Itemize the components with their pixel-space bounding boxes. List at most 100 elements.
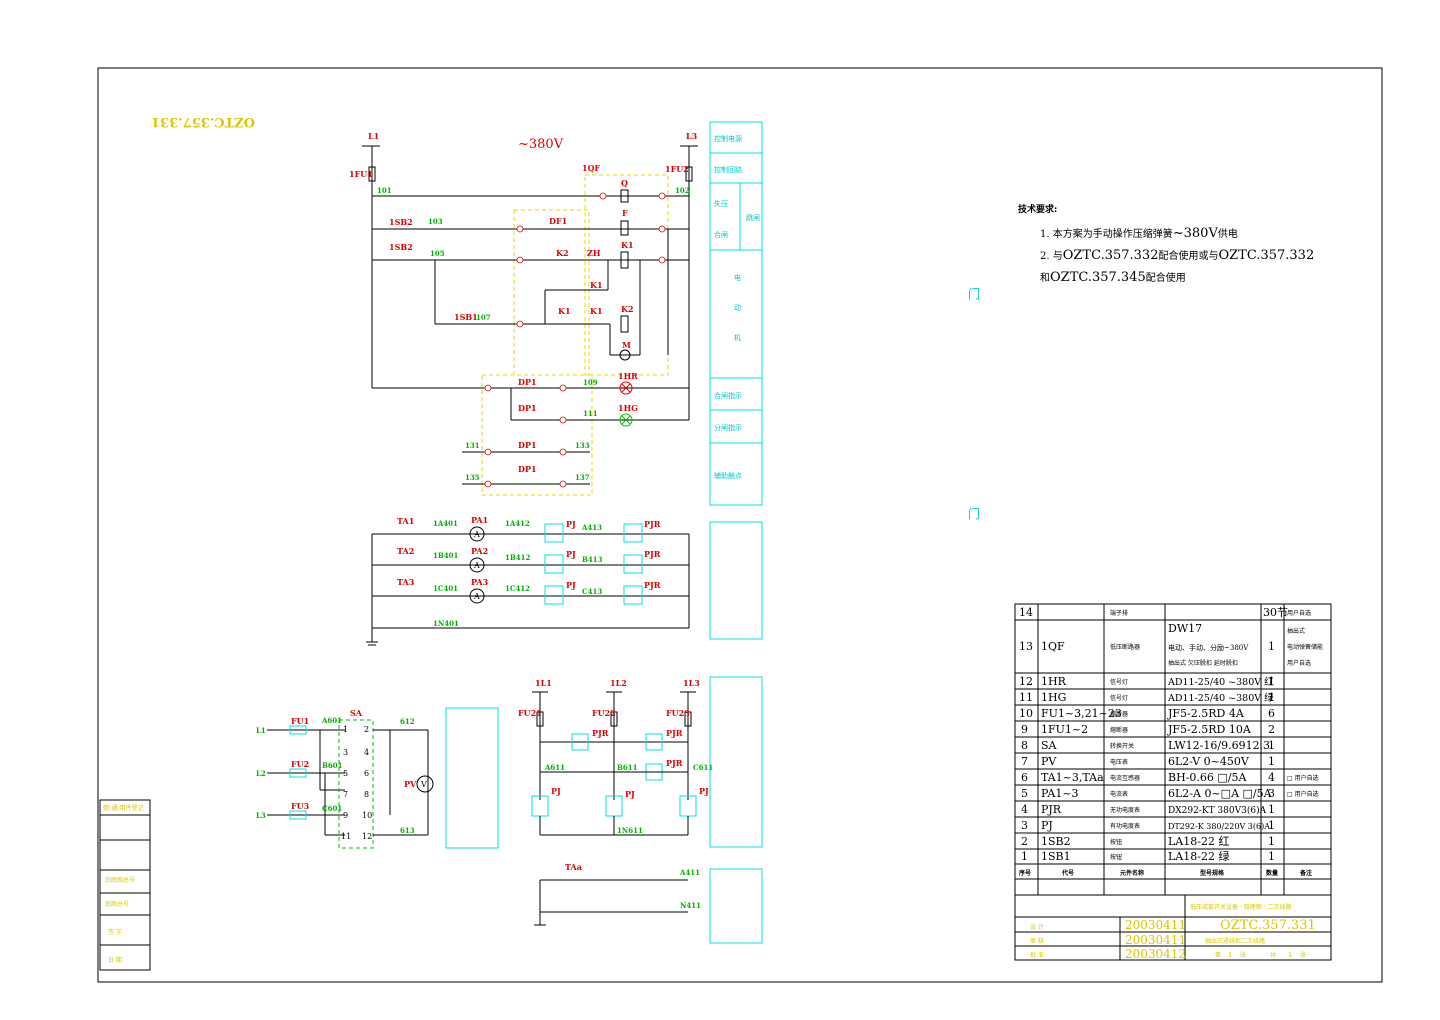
svg-text:电压表: 电压表 <box>1110 758 1128 766</box>
node-137: 137 <box>575 473 590 482</box>
svg-text:1: 1 <box>1268 819 1275 832</box>
svg-text:PA2: PA2 <box>471 546 488 556</box>
svg-text:1B401: 1B401 <box>433 551 459 560</box>
svg-text:FU22: FU22 <box>592 708 616 718</box>
svg-text:L2: L2 <box>256 769 266 778</box>
svg-text:TA2: TA2 <box>397 546 414 556</box>
svg-text:A413: A413 <box>581 523 602 532</box>
svg-text:□ 用户自选: □ 用户自选 <box>1287 790 1319 798</box>
svg-text:抽出式 欠压脱扣 延时脱扣: 抽出式 欠压脱扣 延时脱扣 <box>1168 659 1238 667</box>
svg-text:控制回路: 控制回路 <box>714 165 742 174</box>
fu1-label: 1FU1 <box>349 169 373 179</box>
svg-text:OZTC.357.331: OZTC.357.331 <box>1220 918 1316 933</box>
svg-text:1: 1 <box>1268 675 1275 688</box>
svg-text:FU21: FU21 <box>518 708 542 718</box>
svg-text:8: 8 <box>1021 739 1028 752</box>
svg-text:B611: B611 <box>617 763 638 772</box>
svg-text:用户自选: 用户自选 <box>1287 659 1311 667</box>
svg-text:FU1~3,21~23: FU1~3,21~23 <box>1041 707 1122 720</box>
svg-text:PJ: PJ <box>566 580 576 590</box>
svg-text:B601: B601 <box>322 761 343 770</box>
svg-text:1B412: 1B412 <box>505 553 531 562</box>
bom-table: 14 端子排 30节 用户自选 13 1QF 低压断路器 DW17 电动、手动、… <box>1014 603 1332 961</box>
svg-text:10: 10 <box>362 811 372 820</box>
node-133: 133 <box>575 441 590 450</box>
svg-text:1: 1 <box>1268 850 1275 863</box>
svg-text:LW12-16/9.6912.3: LW12-16/9.6912.3 <box>1168 739 1270 752</box>
mark-1: 门 <box>968 286 980 301</box>
svg-text:A: A <box>473 592 480 601</box>
svg-text:4: 4 <box>1268 771 1275 784</box>
svg-text:1A412: 1A412 <box>505 519 530 528</box>
svg-text:机: 机 <box>734 333 741 342</box>
svg-text:1SB2: 1SB2 <box>1041 835 1071 848</box>
left-stamp: 借(通)用件登记 旧底图总号 底图总号 签 字 日 期 <box>99 799 151 971</box>
node-109: 109 <box>583 378 598 387</box>
dp1-label-2: DP1 <box>518 403 537 413</box>
svg-text:PJR: PJR <box>1041 803 1062 816</box>
svg-text:FU2: FU2 <box>291 759 309 769</box>
svg-text:1: 1 <box>1268 640 1275 653</box>
svg-text:1: 1 <box>1268 835 1275 848</box>
svg-text:DT292-K 380/220V 3(6)A: DT292-K 380/220V 3(6)A <box>1168 822 1270 831</box>
svg-text:SA: SA <box>350 708 363 718</box>
svg-text:型号规格: 型号规格 <box>1200 869 1225 877</box>
svg-text:信号灯: 信号灯 <box>1110 678 1128 686</box>
svg-text:PJ: PJ <box>625 789 635 799</box>
svg-text:熔断器: 熔断器 <box>1110 710 1128 718</box>
svg-text:PJ: PJ <box>1041 819 1053 832</box>
svg-text:合闸: 合闸 <box>714 230 728 239</box>
svg-text:PV: PV <box>404 779 417 789</box>
meter-row-3: TA3 1C401 PA3 A 1C412 PJ C413 PJR <box>372 577 689 605</box>
svg-text:1SB1: 1SB1 <box>1041 850 1071 863</box>
zh-label: ZH <box>587 248 601 258</box>
svg-text:动: 动 <box>734 303 741 312</box>
svg-text:1QF: 1QF <box>1041 640 1065 653</box>
svg-text:张: 张 <box>1300 951 1306 959</box>
meter-circuit: TA1 1A401 PA1 A 1A412 PJ A413 PJR TA2 1B… <box>366 515 690 646</box>
voltage-label: ~380V <box>518 137 564 152</box>
metering-circuit: 1L1 1L2 1L3 FU21 FU22 FU23 PJR PJR PJR A… <box>518 678 713 836</box>
svg-text:熔断器: 熔断器 <box>1110 726 1128 734</box>
svg-text:辅助触点: 辅助触点 <box>714 471 742 480</box>
k1-contact-label: K1 <box>590 280 603 290</box>
sa-side-panel <box>445 707 499 849</box>
svg-text:AD11-25/40 ~380V 绿: AD11-25/40 ~380V 绿 <box>1167 692 1274 704</box>
svg-text:6L2-V 0~450V: 6L2-V 0~450V <box>1168 755 1250 768</box>
svg-text:1: 1 <box>1021 850 1028 863</box>
meter-row-1: TA1 1A401 PA1 A 1A412 PJ A413 PJR <box>372 515 689 543</box>
svg-text:低压断路器: 低压断路器 <box>1110 643 1140 651</box>
taa-side-panel <box>709 868 763 944</box>
svg-text:PJR: PJR <box>592 728 609 738</box>
svg-text:1. 本方案为手动操作压缩弹簧~380V供电: 1. 本方案为手动操作压缩弹簧~380V供电 <box>1040 226 1238 241</box>
svg-text:PJR: PJR <box>666 728 683 738</box>
svg-text:张: 张 <box>1240 951 1246 959</box>
svg-text:1FU1~2: 1FU1~2 <box>1041 723 1088 736</box>
node-101: 101 <box>377 186 392 195</box>
voltmeter-switch-circuit: L1 L2 L3 FU1 FU2 FU3 A601 B601 C601 SA 1… <box>256 708 434 849</box>
svg-text:612: 612 <box>400 717 415 726</box>
control-side-panel: 控制电源 控制回路 失压 合闸 跳闸 电 动 机 合闸指示 分闸指示 辅助触点 <box>709 121 763 506</box>
svg-text:电流互感器: 电流互感器 <box>1110 774 1140 782</box>
svg-text:AD11-25/40 ~380V 红: AD11-25/40 ~380V 红 <box>1167 676 1274 688</box>
svg-text:1: 1 <box>1268 755 1275 768</box>
svg-text:6L2-A 0~□A □/5A: 6L2-A 0~□A □/5A <box>1168 787 1273 800</box>
svg-text:FU3: FU3 <box>291 801 310 811</box>
svg-text:C413: C413 <box>582 587 602 596</box>
svg-text:信号灯: 信号灯 <box>1110 694 1128 702</box>
svg-text:按钮: 按钮 <box>1110 838 1122 846</box>
svg-text:A601: A601 <box>321 716 342 725</box>
svg-text:序号: 序号 <box>1018 869 1031 877</box>
sb2-label: 1SB2 <box>389 242 413 252</box>
svg-text:第: 第 <box>1215 951 1221 959</box>
svg-text:11: 11 <box>341 832 351 841</box>
svg-text:合闸指示: 合闸指示 <box>714 391 742 400</box>
svg-text:1L1: 1L1 <box>535 678 552 688</box>
dp1-label-1: DP1 <box>518 377 537 387</box>
f-label: F <box>622 208 628 218</box>
svg-text:1L3: 1L3 <box>683 678 700 688</box>
control-circuit: ~380V L1 1FU1 101 L3 1FU2 102 1QF Q 1SB2… <box>349 131 698 496</box>
svg-text:1C412: 1C412 <box>505 584 530 593</box>
svg-text:LA18-22 红: LA18-22 红 <box>1168 835 1229 848</box>
